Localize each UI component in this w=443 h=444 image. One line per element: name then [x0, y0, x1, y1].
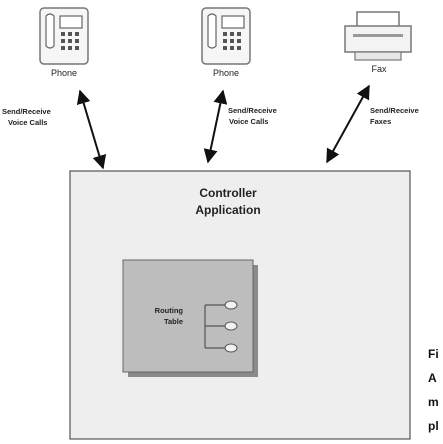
phone-1-icon — [39, 7, 89, 65]
routing-connector-icon-1 — [224, 300, 238, 310]
routing-table-box — [122, 259, 254, 373]
routing-connectors — [204, 304, 225, 349]
controller-title-line1: Controller — [199, 186, 257, 200]
fax-link-label-line2: Faxes — [370, 117, 391, 126]
phone-2-link-label-line2: Voice Calls — [229, 117, 268, 126]
phone-2-link-label-line1: Send/Receive — [228, 106, 277, 115]
controller-title-line2: Application — [195, 203, 260, 217]
phone-2-arrow — [203, 89, 228, 164]
fax-icon — [344, 11, 412, 61]
side-caption-line4: pl — [428, 419, 439, 433]
routing-connector-icon-2 — [224, 321, 238, 331]
phone-1-link-label-line2: Voice Calls — [8, 118, 47, 127]
phone-1-link-label-line1: Send/Receive — [2, 107, 51, 116]
routing-table-label-line1: Routing — [155, 306, 184, 315]
fax-link-label-line1: Send/Receive — [370, 106, 419, 115]
phone-1-arrow — [76, 89, 107, 170]
side-caption-line3: m — [428, 395, 439, 409]
side-caption-line2: A — [428, 371, 437, 385]
phone-2-icon — [201, 7, 251, 65]
routing-connector-icon-3 — [224, 343, 238, 353]
routing-table-label-line2: Table — [164, 317, 183, 326]
fax-arrow — [326, 84, 370, 164]
phone-2-label: Phone — [213, 68, 239, 78]
phone-1-label: Phone — [51, 68, 77, 78]
fax-label: Fax — [371, 64, 387, 74]
side-caption-line1: Fi — [428, 347, 439, 361]
